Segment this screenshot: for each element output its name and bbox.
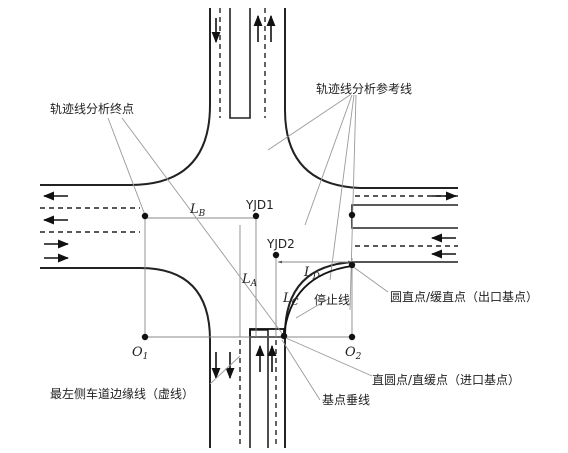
label-yjd2: YJD2	[266, 237, 295, 251]
label-trajectory-ref: 轨迹线分析参考线	[316, 81, 412, 96]
north-median-island	[229, 8, 251, 119]
entry-base-point	[280, 332, 288, 340]
east-median-island	[351, 204, 458, 229]
label-ld: LD	[303, 265, 320, 282]
label-entry-base: 直圆点/直缓点（进口基点）	[372, 373, 520, 387]
label-o2: O2	[345, 345, 362, 362]
trajectory-arc	[283, 265, 353, 337]
label-exit-base: 圆直点/缓直点（出口基点）	[390, 290, 538, 304]
label-base-perp: 基点垂线	[322, 393, 370, 407]
label-lc: LC	[282, 291, 299, 308]
label-left-lane-edge: 最左侧车道边缘线（虚线）	[50, 386, 194, 401]
o1-point	[141, 333, 149, 341]
leader-lines	[107, 94, 389, 401]
north-right-curb	[284, 8, 458, 189]
label-stop-line: 停止线	[314, 292, 350, 307]
label-trajectory-end: 轨迹线分析终点	[50, 101, 134, 116]
points	[141, 211, 356, 341]
south-left-curb	[40, 267, 211, 448]
yjd2-point	[272, 251, 280, 259]
north-left-curb	[40, 8, 211, 186]
o2-point	[348, 333, 356, 341]
reference-lines	[144, 217, 458, 338]
label-la: LA	[241, 272, 258, 289]
label-o1: O1	[132, 345, 148, 362]
exit-base-point	[348, 261, 356, 269]
yjd1-point	[252, 212, 260, 220]
label-yjd1: YJD1	[245, 198, 274, 212]
lane-lines	[40, 8, 458, 448]
ref-point	[348, 211, 356, 219]
trajectory-end-point	[141, 212, 149, 220]
south-median-island	[249, 329, 269, 448]
label-lb: LB	[189, 202, 206, 219]
